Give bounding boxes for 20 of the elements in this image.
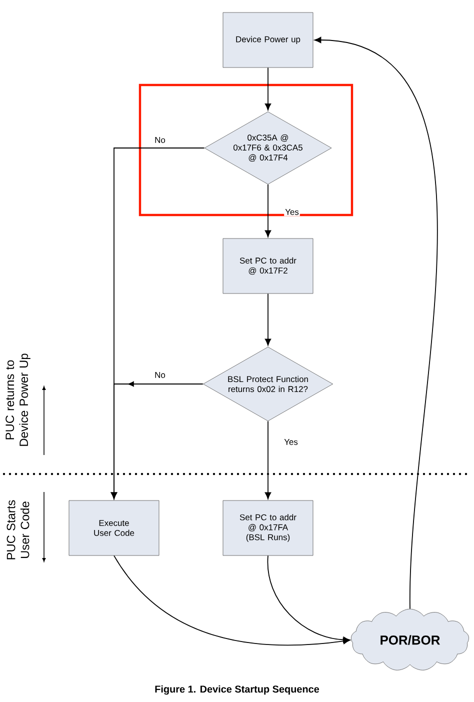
edge-label: Yes	[284, 208, 300, 216]
arrow	[264, 67, 272, 110]
arrow	[314, 36, 438, 610]
edge-label: No	[154, 136, 166, 144]
arrow	[110, 381, 204, 500]
edge-label: Yes	[283, 438, 299, 446]
side-label: PUC Starts User Code	[6, 500, 30, 560]
arrow	[267, 555, 350, 643]
process-box: Device Power up	[222, 12, 314, 68]
process-box: Execute User Code	[68, 500, 160, 556]
terminal-cloud: POR/BOR	[351, 608, 469, 670]
side-label: PUC returns to Device Power Up	[6, 354, 30, 446]
arrow	[264, 420, 272, 500]
arrow	[264, 184, 272, 238]
caption: Figure 1. Device Startup Sequence	[155, 685, 320, 695]
edge-label: No	[154, 371, 166, 379]
arrow	[114, 555, 350, 646]
process-box: Set PC to addr @ 0x17FA (BSL Runs)	[222, 500, 314, 556]
process-box: Set PC to addr @ 0x17F2	[222, 238, 314, 294]
arrow	[264, 293, 272, 346]
